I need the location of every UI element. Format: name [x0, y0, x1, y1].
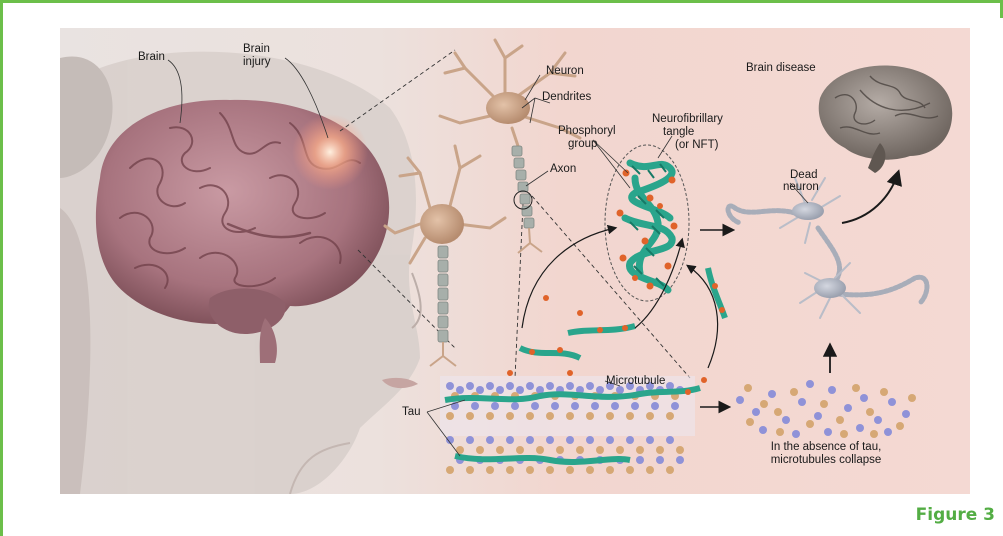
- label-neuron: Neuron: [546, 65, 584, 78]
- illustration-panel: Brain Brain injury Neuron Dendrites Phos…: [60, 28, 970, 494]
- label-brain-injury-line1: Brain: [243, 43, 270, 56]
- injury-glow: [292, 114, 368, 190]
- label-microtubule: Microtubule: [606, 375, 665, 388]
- label-absence-line2: microtubules collapse: [746, 454, 906, 467]
- label-dead-neuron-line2: neuron: [783, 181, 819, 194]
- label-brain: Brain: [138, 51, 165, 64]
- label-brain-injury-line2: injury: [243, 56, 270, 69]
- label-absence-line1: In the absence of tau,: [746, 441, 906, 454]
- label-brain-disease: Brain disease: [746, 62, 816, 75]
- label-phosphoryl-line2: group: [568, 138, 597, 151]
- label-nft-line3: (or NFT): [675, 139, 718, 152]
- label-nft-line2: tangle: [663, 126, 694, 139]
- label-nft-line1: Neurofibrillary: [652, 113, 723, 126]
- illustration-svg: [60, 28, 970, 494]
- label-tau: Tau: [402, 406, 421, 419]
- label-dendrites: Dendrites: [542, 91, 591, 104]
- label-axon: Axon: [550, 163, 576, 176]
- figure-caption: Figure 3: [916, 505, 995, 525]
- label-phosphoryl-line1: Phosphoryl: [558, 125, 616, 138]
